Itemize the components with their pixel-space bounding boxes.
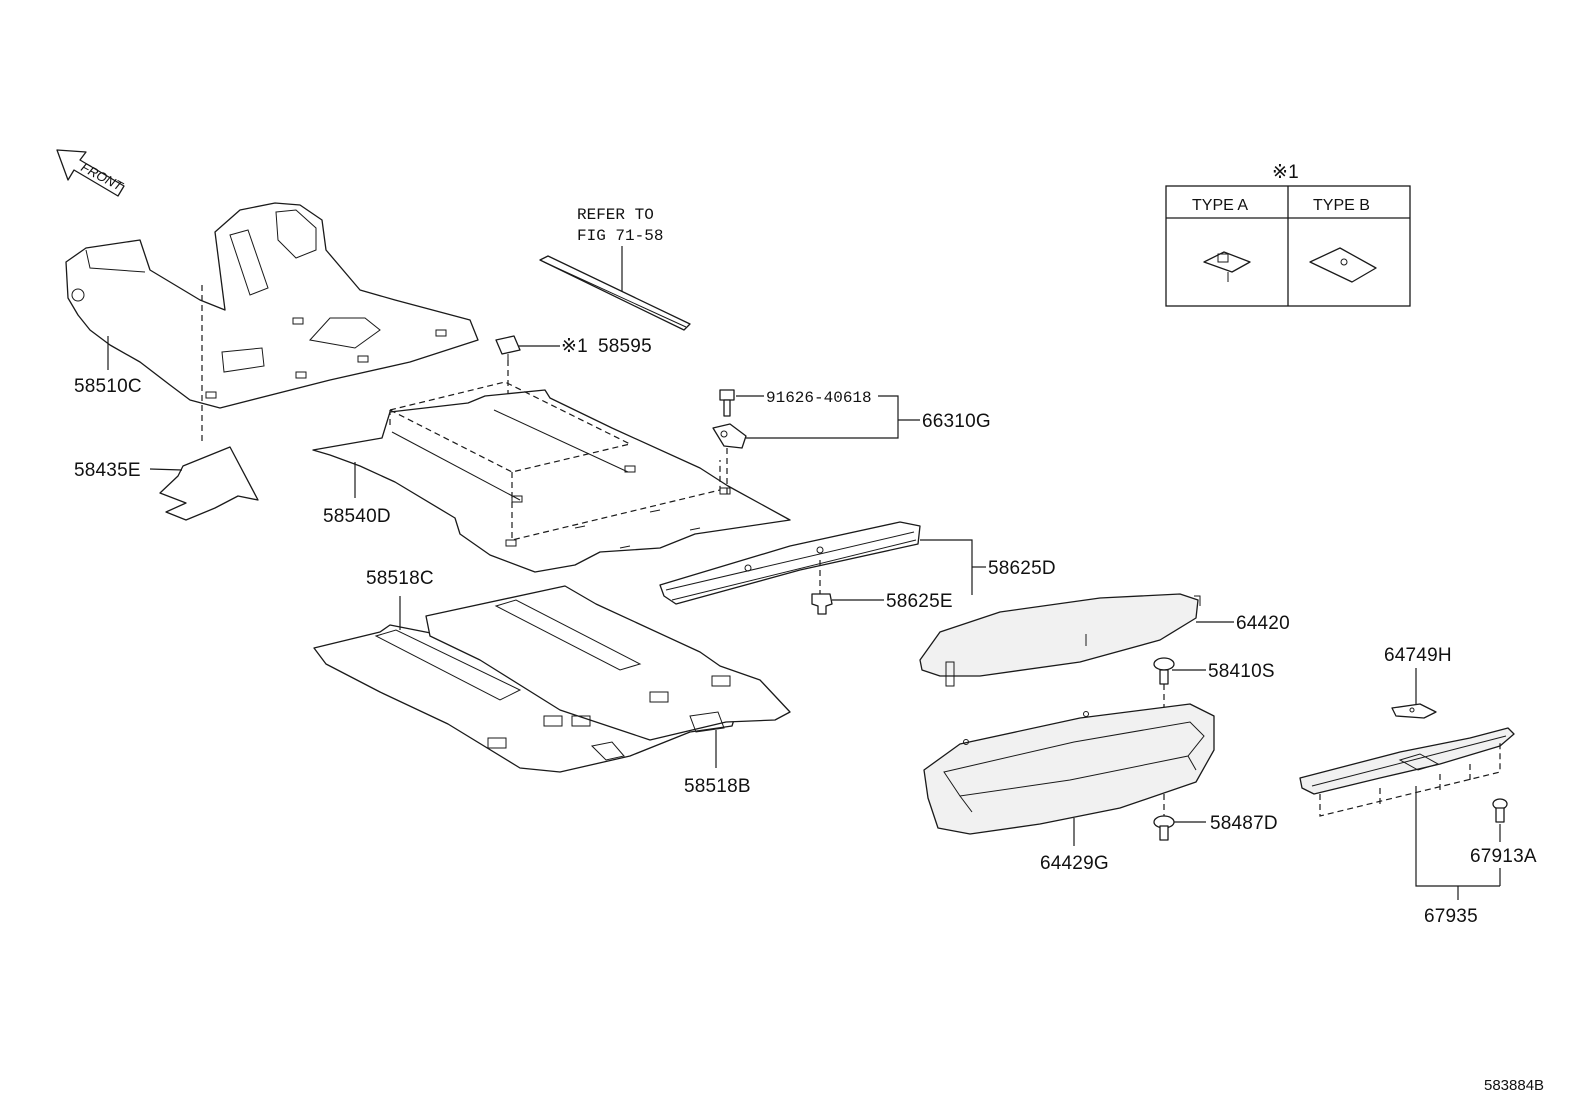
callout-58595: 58595 <box>598 336 652 357</box>
part-58510c-front-floor-carpet <box>65 202 479 409</box>
part-58487d-clip <box>1153 815 1175 841</box>
part-67913a-clip <box>1492 798 1508 823</box>
type-b-clip-icon <box>1309 247 1377 283</box>
part-58595-clip <box>495 335 521 360</box>
part-58625d-rail <box>659 521 921 605</box>
part-64429g-luggage-tray <box>923 703 1215 835</box>
callout-58435e: 58435E <box>74 460 141 481</box>
callout-58540d: 58540D <box>323 506 391 527</box>
callout-58518c: 58518C <box>366 568 434 589</box>
callout-64429g: 64429G <box>1040 853 1109 874</box>
callout-58487d: 58487D <box>1210 813 1278 834</box>
callout-67935: 67935 <box>1424 906 1478 927</box>
callout-91626-40618: 91626-40618 <box>766 389 872 407</box>
type-table <box>1165 185 1411 307</box>
part-refer-fig-71-58-strip <box>539 255 691 331</box>
callout-64420: 64420 <box>1236 613 1290 634</box>
callout-58625d: 58625D <box>988 558 1056 579</box>
callout-58518b: 58518B <box>684 776 751 797</box>
part-58518b-floor-board <box>425 585 791 741</box>
part-58540d-rear-floor-carpet <box>312 381 791 573</box>
figure-id: 583884B <box>1484 1077 1544 1094</box>
callout-64749h: 64749H <box>1384 645 1452 666</box>
part-66310g-bracket <box>712 423 747 449</box>
type-table-col-a: TYPE A <box>1192 197 1248 214</box>
refer-note-line1: REFER TO <box>577 206 654 224</box>
type-table-note-mark: ※1 <box>1272 162 1299 183</box>
refer-note-line2: FIG 71-58 <box>577 227 663 245</box>
part-58435e-silencer-pad <box>159 446 259 521</box>
part-91626-40618-bolt <box>719 389 735 417</box>
front-arrow-icon <box>56 149 125 197</box>
callout-58625e: 58625E <box>886 591 953 612</box>
callout-58510c: 58510C <box>74 376 142 397</box>
part-67935-scuff-plate <box>1299 727 1515 795</box>
type-table-col-b: TYPE B <box>1313 197 1370 214</box>
callout-58595-mark: ※1 <box>561 336 588 357</box>
callout-67913a: 67913A <box>1470 846 1537 867</box>
part-58625e-clip <box>811 593 833 615</box>
part-64749h-bracket <box>1391 703 1437 719</box>
callout-58410s: 58410S <box>1208 661 1275 682</box>
part-58410s-clip <box>1153 657 1175 685</box>
type-a-clip-icon <box>1203 251 1251 282</box>
part-64420-deck-board <box>919 593 1201 687</box>
callout-66310g: 66310G <box>922 411 991 432</box>
